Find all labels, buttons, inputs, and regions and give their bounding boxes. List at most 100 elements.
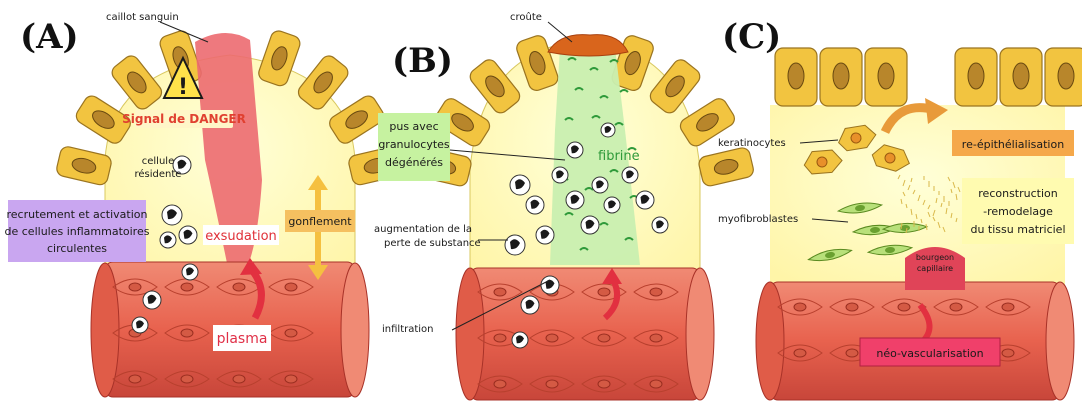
leukocyte [143,291,161,309]
endothelial-nucleus [846,303,858,311]
label-infiltration: infiltration [382,324,434,335]
endothelial-nucleus [285,329,297,337]
endothelial-nucleus [129,283,141,291]
leukocyte [566,191,584,209]
label-keratinocytes: keratinocytes [718,138,786,149]
endothelial-nucleus [546,380,558,388]
endothelial-nucleus [794,303,806,311]
cell-nucleus [878,63,894,89]
endothelial-nucleus [494,380,506,388]
label-recrutement-1: recrutement et activation [7,208,148,221]
panel-b-letter: (B) [392,41,453,81]
endothelial-nucleus [794,349,806,357]
leukocyte [505,235,525,255]
label-fibrine: fibrine [598,149,640,164]
endothelial-nucleus [650,334,662,342]
epithelial-cell [1000,48,1042,106]
leukocyte [521,296,539,314]
label-cellule-2: résidente [135,168,182,180]
label-reconstruction-2: -remodelage [983,205,1053,218]
panel-c-letter: (C) [722,17,781,57]
epithelial-cell [865,48,907,106]
leukocyte [179,226,197,244]
endothelial-nucleus [546,334,558,342]
leukocyte [160,232,176,248]
endothelial-nucleus [233,375,245,383]
label-recrutement-2: de cellules inflammatoires [5,225,150,238]
panel-c-epithelium [775,48,1082,106]
leukocyte [552,167,568,183]
epithelial-cell [820,48,862,106]
label-pus-3: dégénérés [385,156,443,169]
leukocyte [601,123,615,137]
endothelial-nucleus [846,349,858,357]
label-bourgeon-2: capillaire [917,264,953,273]
endothelial-nucleus [1002,303,1014,311]
endothelial-nucleus [650,288,662,296]
endothelial-nucleus [598,380,610,388]
svg-text:!: ! [178,75,188,100]
panel-a: (A) ! caillot sanguin Signal de DANGER c… [5,12,405,397]
label-exsudation: exsudation [205,229,277,244]
panel-b-vessel [456,268,714,400]
cell-nucleus [833,63,849,89]
epithelial-cell [955,48,997,106]
label-neovasc: néo-vascularisation [876,347,983,360]
leukocyte [536,226,554,244]
leukocyte [604,197,620,213]
endothelial-nucleus [181,375,193,383]
cell-nucleus [1013,63,1029,89]
endothelial-nucleus [494,334,506,342]
endothelial-nucleus [233,283,245,291]
panel-c: (C) bourgeon capillaire néo-vascularisat… [718,17,1082,400]
endothelial-nucleus [598,288,610,296]
cell-nucleus [968,63,984,89]
endothelial-nucleus [950,303,962,311]
label-augmentation-2: perte de substance [384,238,481,249]
label-augmentation-1: augmentation de la [374,224,472,235]
endothelial-nucleus [181,283,193,291]
endothelial-nucleus [129,375,141,383]
leukocyte [526,196,544,214]
label-gonflement: gonflement [288,215,352,228]
label-recrutement-3: circulentes [47,242,107,255]
endothelial-nucleus [1002,349,1014,357]
label-signal: Signal de DANGER [122,112,246,126]
endothelial-nucleus [285,283,297,291]
label-caillot: caillot sanguin [106,12,179,23]
leukocyte [592,177,608,193]
leukocyte [581,216,599,234]
label-pus-2: granulocytes [378,138,450,151]
endothelial-nucleus [650,380,662,388]
label-plasma: plasma [217,331,268,347]
cell-nucleus [1058,63,1074,89]
leader-croute [548,22,572,42]
panel-a-letter: (A) [20,17,79,57]
endothelial-nucleus [494,288,506,296]
leukocyte [541,276,559,294]
leukocyte [182,264,198,280]
croute [548,35,628,56]
endothelial-nucleus [285,375,297,383]
epithelial-cell [1045,48,1082,106]
endothelial-nucleus [898,303,910,311]
leukocyte [567,142,583,158]
leukocyte [162,205,182,225]
leukocyte [636,191,654,209]
label-croute: croûte [510,11,542,23]
epithelial-cell [775,48,817,106]
label-reconstruction-3: du tissu matriciel [970,223,1065,236]
endothelial-nucleus [181,329,193,337]
leukocyte [132,317,148,333]
epithelial-cell [55,145,112,186]
label-reconstruction-1: reconstruction [978,187,1057,200]
label-bourgeon-1: bourgeon [916,253,954,262]
leukocyte [652,217,668,233]
epithelial-cell [697,146,754,187]
label-myofibroblastes: myofibroblastes [718,214,798,225]
leukocyte [510,175,530,195]
label-reepi: re-épithélialisation [962,138,1064,151]
cell-nucleus [788,63,804,89]
endothelial-nucleus [598,334,610,342]
